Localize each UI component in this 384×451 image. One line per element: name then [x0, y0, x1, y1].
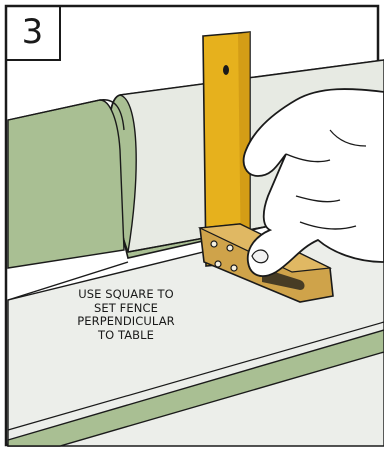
- step-badge: 3: [6, 6, 61, 61]
- step-number: 3: [22, 15, 44, 49]
- instruction-caption: USE SQUARE TO SET FENCE PERPENDICULAR TO…: [62, 288, 190, 342]
- thumbnail: [252, 250, 268, 263]
- rivet: [227, 245, 233, 251]
- fence-body-left: [8, 100, 124, 268]
- caption-line: TO TABLE: [62, 329, 190, 343]
- blade-hole: [223, 65, 229, 75]
- rivet: [231, 265, 237, 271]
- rivet: [211, 241, 217, 247]
- rivet: [215, 261, 221, 267]
- caption-line: USE SQUARE TO: [62, 288, 190, 302]
- caption-line: PERPENDICULAR: [62, 315, 190, 329]
- caption-line: SET FENCE: [62, 302, 190, 316]
